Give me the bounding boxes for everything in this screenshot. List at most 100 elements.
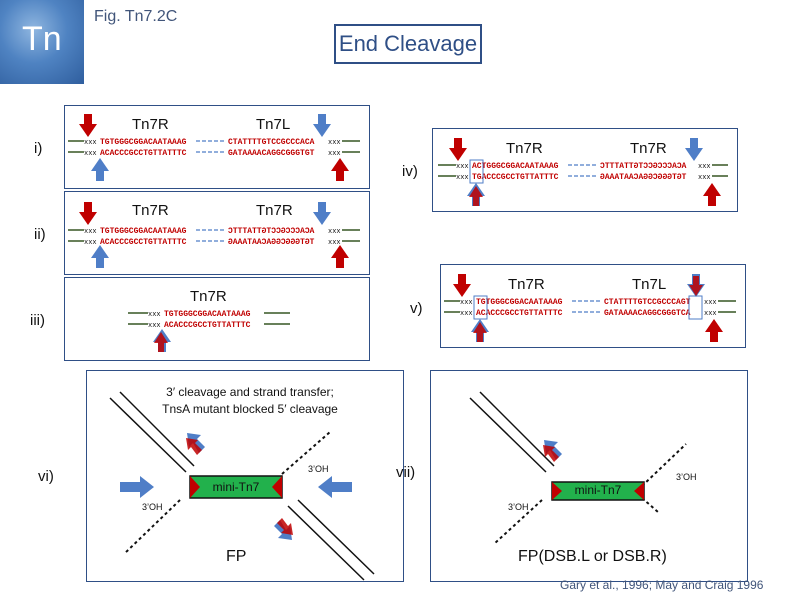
red-arrow-icon (705, 319, 723, 342)
panel-vii-frame (430, 370, 748, 582)
panel-vii-left-end-marker (552, 482, 562, 500)
panel-iv-right-end: Tn7R (630, 140, 667, 157)
blue-arrow-icon (318, 476, 352, 498)
panel-i-top-right-seq: CTATTTTGTCCGCCCACA (228, 138, 315, 147)
panel-iv-dinucleotide-box (469, 159, 484, 184)
flank-xxx: xxx (460, 310, 473, 318)
panel-iii-top-seq: TGTGGGCGGACAATAAAG (164, 310, 251, 319)
tn-logo (0, 0, 84, 84)
panel-i-frame (64, 105, 370, 189)
flank-xxx: xxx (84, 228, 97, 236)
blue-arrow-icon (91, 245, 109, 268)
red-arrow-icon (469, 186, 483, 206)
red-arrow-icon (689, 276, 703, 296)
panel-vi-element-label: mini-Tn7 (212, 480, 260, 494)
red-arrow-icon (453, 274, 471, 297)
panel-vii-right-end-marker (634, 482, 644, 500)
panel-vi-note-line-1: 3′ cleavage and strand transfer; (166, 385, 334, 399)
panel-vii-element-label: mini-Tn7 (574, 483, 622, 497)
panel-i-bottom-right-seq: GATAAAACAGGCGGGTGT (228, 149, 315, 158)
flank-xxx: xxx (328, 228, 341, 236)
tn-logo-text: Tn (22, 20, 62, 58)
panel-i-dna-lines (68, 140, 360, 153)
panel-vi-oh-left: 3’OH (142, 502, 163, 512)
panel-vi-oh-right: 3’OH (308, 464, 329, 474)
panel-vii-target-dna (469, 391, 555, 473)
flank-xxx: xxx (84, 139, 97, 147)
panel-v-label: v) (410, 300, 423, 317)
panel-vii-label: vii) (396, 464, 416, 481)
panel-v-top-left-seq: TGTGGGCGGACAATAAAG (476, 298, 563, 307)
flank-xxx: xxx (148, 322, 161, 330)
panel-vii-oh-left: 3’OH (508, 502, 529, 512)
flank-xxx: xxx (328, 239, 341, 247)
panel-ii-dna-lines (68, 229, 360, 242)
panel-vi-left-end-marker (190, 476, 200, 498)
blue-arrow-icon (313, 114, 331, 137)
flank-xxx: xxx (148, 311, 161, 319)
blue-arrow-icon (544, 440, 562, 460)
panel-iii-left-end: Tn7R (190, 288, 227, 305)
flank-xxx: xxx (456, 174, 469, 182)
flank-xxx: xxx (460, 299, 473, 307)
flank-xxx: xxx (328, 139, 341, 147)
panel-vii-dotted-dna (493, 443, 687, 545)
flank-xxx: xxx (698, 174, 711, 182)
panel-i-label: i) (34, 140, 43, 157)
blue-arrow-icon (187, 433, 205, 453)
panel-vi-caption: FP (226, 548, 247, 565)
panel-ii-label: ii) (34, 226, 46, 243)
red-arrow-icon (186, 438, 202, 455)
red-arrow-icon (703, 183, 721, 206)
panel-iv-top-left-seq: ACTGGGCGGACAATAAAG (472, 162, 559, 171)
page-title: End Cleavage (338, 31, 478, 56)
red-arrow-icon (79, 202, 97, 225)
panel-vi-dotted-dna (123, 431, 331, 555)
panel-vii-oh-right: 3’OH (676, 472, 697, 482)
blue-arrow-icon (685, 138, 703, 161)
red-arrow-icon (154, 332, 168, 352)
panel-vi-note-line-2: TnsA mutant blocked 5′ cleavage (162, 402, 338, 416)
panel-iii-dna-lines (128, 312, 290, 325)
flank-xxx: xxx (328, 150, 341, 158)
panel-ii-gap-dashes (196, 229, 226, 242)
title-box: End Cleavage (334, 24, 482, 64)
panel-vii-caption: FP(DSB.L or DSB.R) (518, 548, 667, 565)
flank-xxx: xxx (84, 239, 97, 247)
panel-iv-bottom-left-seq: TGACCCGCCTGTTATTTC (472, 173, 559, 182)
panel-iv-left-end: Tn7R (506, 140, 543, 157)
red-arrow-icon (277, 518, 293, 535)
red-arrow-icon (331, 245, 349, 268)
panel-v-gap-dashes (572, 300, 602, 313)
panel-v-bottom-right-seq: GATAAAACAGGCGGGTCA (604, 309, 691, 318)
figure-label: Fig. Tn7.2C (94, 8, 178, 25)
panel-v-right-end: Tn7L (632, 276, 667, 293)
panel-v-left-end: Tn7R (508, 276, 545, 293)
panel-v-top-right-seq: CTATTTTGTCCGCCCAGT (604, 298, 691, 307)
flank-xxx: xxx (456, 163, 469, 171)
flank-xxx: xxx (84, 150, 97, 158)
red-arrow-icon (449, 138, 467, 161)
blue-arrow-icon (313, 202, 331, 225)
panel-iii-bottom-seq: ACACCCGCCTGTTATTTC (164, 321, 251, 330)
blue-arrow-icon (91, 158, 109, 181)
flank-xxx: xxx (698, 163, 711, 171)
panel-iii-frame (64, 277, 370, 361)
panel-iv-gap-dashes (568, 164, 598, 177)
panel-v-dna-lines (444, 300, 736, 313)
panel-v-left-dinucleotide-box (473, 295, 488, 320)
panel-iv-dna-lines (438, 164, 728, 177)
panel-i-top-left-seq: TGTGGGCGGACAATAAAG (100, 138, 187, 147)
red-arrow-icon (331, 158, 349, 181)
red-arrow-icon (473, 322, 487, 342)
panel-ii-bottom-left-seq: ACACCCGCCTGTTATTTC (100, 238, 187, 247)
blue-arrow-icon (274, 520, 292, 540)
flank-xxx: xxx (704, 299, 717, 307)
panel-vi-label: vi) (38, 468, 54, 485)
red-arrow-icon (79, 114, 97, 137)
red-arrow-icon (543, 445, 559, 462)
citation: Gary et al., 1996; May and Craig 1996 (560, 578, 764, 592)
panel-v-bottom-left-seq: ACACCCGCCTGTTATTTC (476, 309, 563, 318)
panel-ii-right-end: Tn7R (256, 202, 293, 219)
